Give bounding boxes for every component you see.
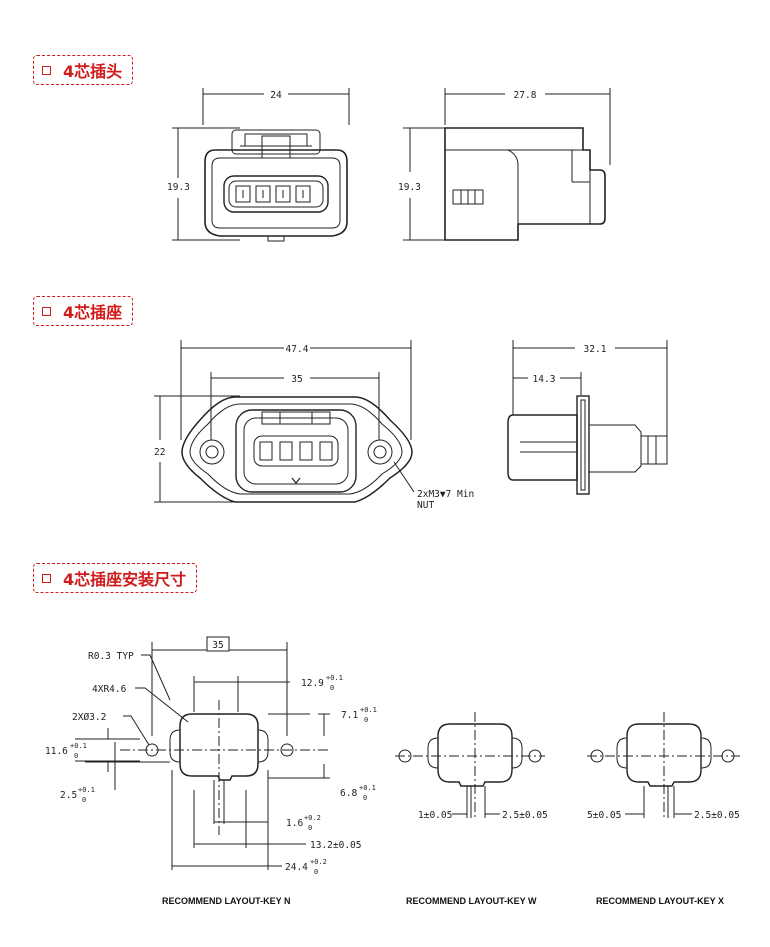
checkbox-square-icon xyxy=(42,306,51,316)
x-left-dim: 5±0.05 xyxy=(587,810,621,821)
r03-label: R0.3 TYP xyxy=(88,651,134,662)
w-right-dim: 2.5±0.05 xyxy=(502,810,548,821)
socket-side-length-dim: 32.1 xyxy=(584,344,607,355)
dim-12-9: 12.9 xyxy=(301,678,324,689)
dim-1-6: 1.6 xyxy=(286,818,303,829)
dim-7-1-tol: +0.1 xyxy=(360,706,377,714)
caption-layout-w: RECOMMEND LAYOUT-KEY W xyxy=(406,896,537,906)
layout-key-x-drawing xyxy=(587,712,740,820)
dim-12-9-tol0: 0 xyxy=(330,684,334,692)
socket-flange-offset-dim: 14.3 xyxy=(533,374,556,385)
dim-1-6-tol: +0.2 xyxy=(304,814,321,822)
socket-pitch-dim: 35 xyxy=(291,374,302,385)
basic-dim-35: 35 xyxy=(212,640,223,651)
checkbox-square-icon xyxy=(42,573,51,583)
caption-layout-x: RECOMMEND LAYOUT-KEY X xyxy=(596,896,724,906)
caption-layout-n: RECOMMEND LAYOUT-KEY N xyxy=(162,896,291,906)
basic-dim-box xyxy=(206,636,230,652)
dim-1-6-tol0: 0 xyxy=(308,824,312,832)
dim-2-5: 2.5 xyxy=(60,790,77,801)
socket-height-dim: 22 xyxy=(154,447,165,458)
plug-width-dim: 24 xyxy=(270,90,282,101)
dim-24-4-tol0: 0 xyxy=(314,868,318,876)
dim-2-5-tol: +0.1 xyxy=(78,786,95,794)
checkbox-square-icon xyxy=(42,65,51,75)
dim-7-1-tol0: 0 xyxy=(364,716,368,724)
w-left-dim: 1±0.05 xyxy=(418,810,452,821)
plug-height-side-dim: 19.3 xyxy=(398,182,421,193)
r46-label: 4XR4.6 xyxy=(92,684,127,695)
plug-side-view xyxy=(403,88,611,241)
socket-overall-dim: 47.4 xyxy=(286,344,309,355)
dim-6-8-tol0: 0 xyxy=(363,794,367,802)
dim-2-5-tol0: 0 xyxy=(82,796,86,804)
dim-11-6-tol: +0.1 xyxy=(70,742,87,750)
plug-front-view xyxy=(172,88,350,242)
socket-nut-note: 2xM3▼7 Min xyxy=(417,489,474,500)
section-title: 4芯插座 xyxy=(63,303,123,322)
layout-key-w-drawing xyxy=(395,712,545,820)
plug-length-dim: 27.8 xyxy=(514,90,537,101)
dia-label: 2XØ3.2 xyxy=(72,712,106,723)
dim-6-8-tol: +0.1 xyxy=(359,784,376,792)
socket-front-view xyxy=(154,340,415,503)
section-title: 4芯插头 xyxy=(63,62,123,81)
dim-24-4: 24.4 xyxy=(285,862,308,873)
section-tag-plug: 4芯插头 xyxy=(33,55,134,85)
dim-11-6-tol0: 0 xyxy=(74,752,78,760)
x-right-dim: 2.5±0.05 xyxy=(694,810,740,821)
section-tag-socket: 4芯插座 xyxy=(33,296,134,326)
section-tag-mount: 4芯插座安装尺寸 xyxy=(33,563,198,593)
dim-13-2: 13.2±0.05 xyxy=(310,840,361,851)
dim-6-8: 6.8 xyxy=(340,788,357,799)
dim-12-9-tol: +0.1 xyxy=(326,674,343,682)
plug-height-front-dim: 19.3 xyxy=(167,182,190,193)
layout-key-n-drawing xyxy=(75,636,330,870)
dim-7-1: 7.1 xyxy=(341,710,358,721)
dim-24-4-tol: +0.2 xyxy=(310,858,327,866)
dim-11-6: 11.6 xyxy=(45,746,68,757)
section-title: 4芯插座安装尺寸 xyxy=(63,570,187,589)
socket-nut-note-2: NUT xyxy=(417,500,434,511)
socket-side-view xyxy=(507,340,668,495)
